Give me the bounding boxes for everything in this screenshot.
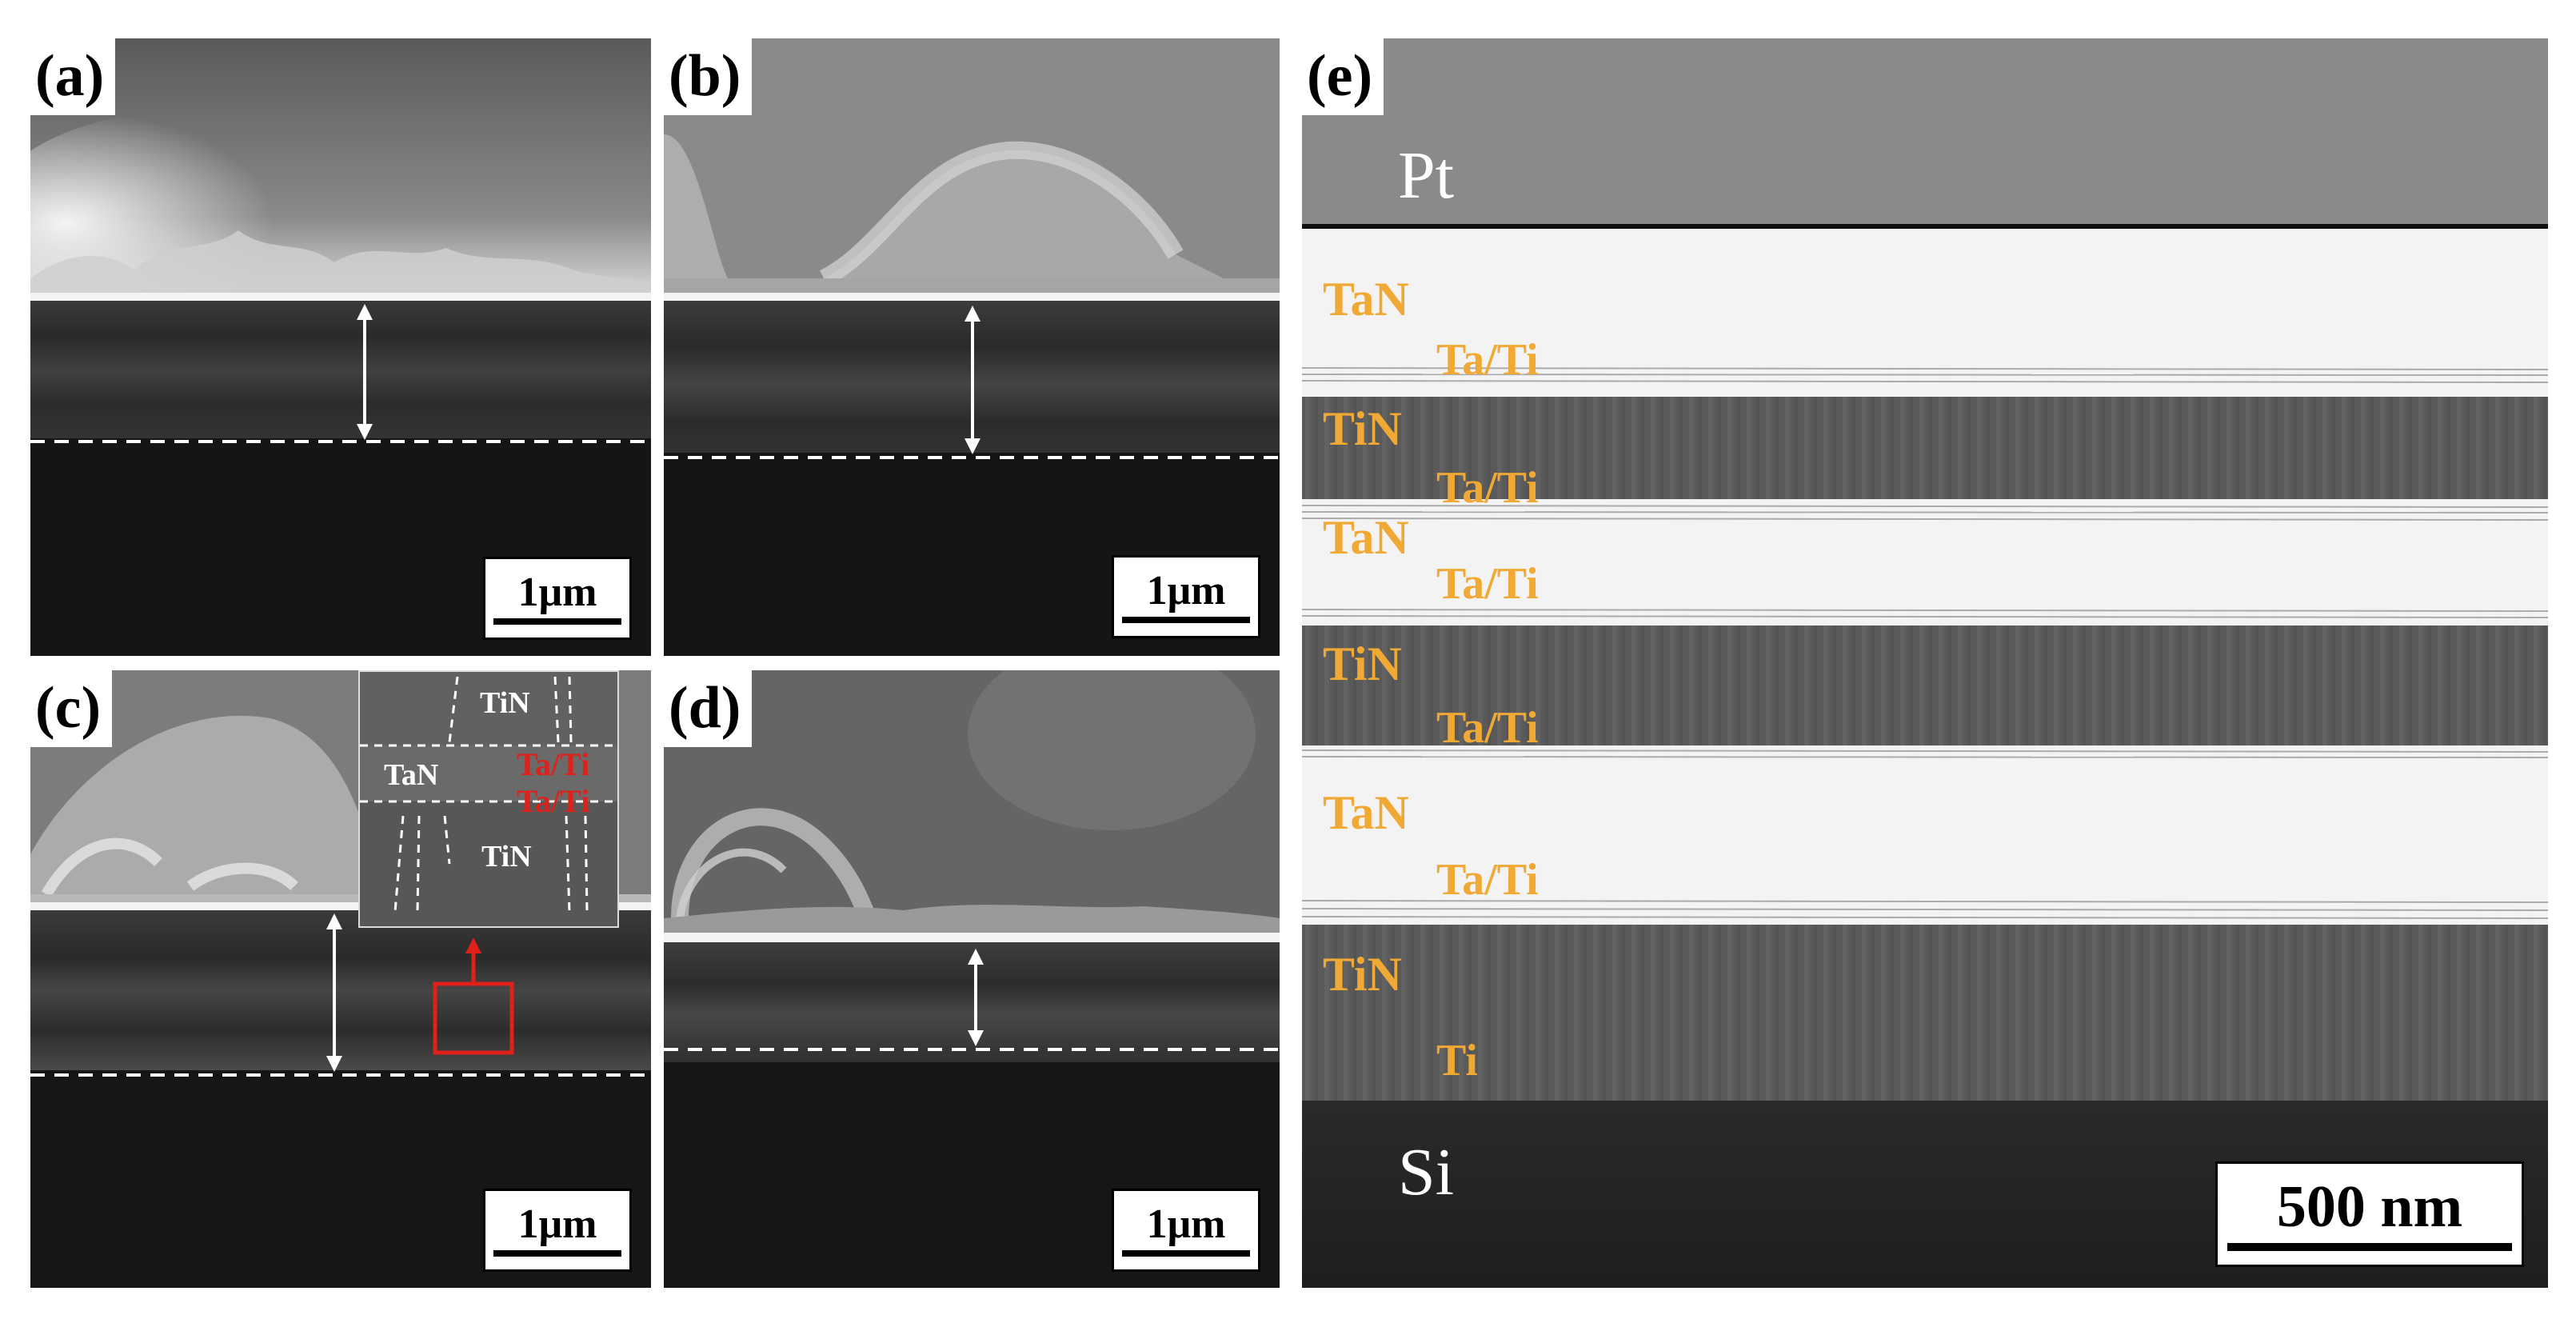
panel-a-scale-line (493, 618, 621, 625)
panel-a-label: (a) (30, 38, 116, 115)
panel-c: TiN TaN Ta/Ti Ta/Ti TiN (c) 1μm (30, 670, 651, 1288)
panel-e-layer-tati-1: Ta/Ti (1436, 335, 1539, 385)
panel-e-scale-bar: 500 nm (2215, 1161, 2524, 1267)
panel-b: (b) 1μm (664, 38, 1280, 656)
panel-d-scale-bar: 1μm (1112, 1189, 1260, 1272)
panel-e-pt-label: Pt (1398, 138, 1455, 213)
panel-e-layer-tati-2: Ta/Ti (1436, 463, 1539, 513)
panel-d-label: (d) (664, 670, 753, 747)
panel-e-layer-tan-3: TaN (1323, 786, 1409, 839)
panel-b-label: (b) (664, 38, 753, 115)
panel-b-scale-bar: 1μm (1112, 555, 1260, 638)
panel-a-scale-bar: 1μm (483, 557, 632, 640)
panel-c-inset-tan: TaN (384, 758, 439, 792)
panel-e-scale-line (2227, 1243, 2512, 1251)
panel-c-inset-tin-bottom: TiN (481, 840, 532, 873)
panel-c-inset: TiN TaN Ta/Ti Ta/Ti TiN (358, 670, 619, 928)
panel-e-layer-tin-2: TiN (1323, 638, 1402, 690)
panel-d-scale-line (1122, 1250, 1250, 1257)
panel-e-layer-tin-3: TiN (1323, 948, 1402, 1001)
panel-e-layer-ti: Ti (1436, 1036, 1478, 1085)
panel-e-tem-image (1302, 38, 2548, 1288)
panel-a-scale-text: 1μm (517, 570, 597, 615)
panel-e-layer-tan-1: TaN (1323, 273, 1409, 326)
panel-c-scale-line (493, 1250, 621, 1257)
panel-a: (a) 1μm (30, 38, 651, 656)
panel-e-layer-tan-2: TaN (1323, 511, 1409, 564)
panel-d-sem-image (664, 670, 1280, 1288)
panel-e-layer-tati-5: Ta/Ti (1436, 855, 1539, 905)
panel-e-layer-tati-4: Ta/Ti (1436, 703, 1539, 753)
panel-b-sem-image (664, 38, 1280, 656)
panel-e-layer-tin-1: TiN (1323, 402, 1402, 455)
panel-a-sem-image (30, 38, 651, 656)
panel-e-scale-text: 500 nm (2276, 1174, 2463, 1240)
panel-e: Pt Si TaN Ta/Ti TiN Ta/Ti TaN Ta/Ti TiN … (1302, 38, 2548, 1288)
panel-b-scale-text: 1μm (1146, 568, 1226, 614)
panel-e-si-label: Si (1398, 1135, 1455, 1209)
panel-d: (d) 1μm (664, 670, 1280, 1288)
panel-c-label: (c) (30, 670, 113, 747)
panel-c-inset-tati-2: Ta/Ti (517, 783, 590, 819)
panel-c-inset-lines (360, 672, 617, 926)
panel-b-scale-line (1122, 617, 1250, 623)
panel-c-inset-tin-top: TiN (480, 686, 530, 720)
panel-c-scale-bar: 1μm (483, 1189, 632, 1272)
panel-e-label: (e) (1302, 38, 1384, 115)
panel-c-scale-text: 1μm (517, 1201, 597, 1247)
panel-e-layer-tati-3: Ta/Ti (1436, 559, 1539, 609)
panel-c-inset-tati-1: Ta/Ti (517, 746, 590, 782)
panel-d-scale-text: 1μm (1146, 1201, 1226, 1247)
